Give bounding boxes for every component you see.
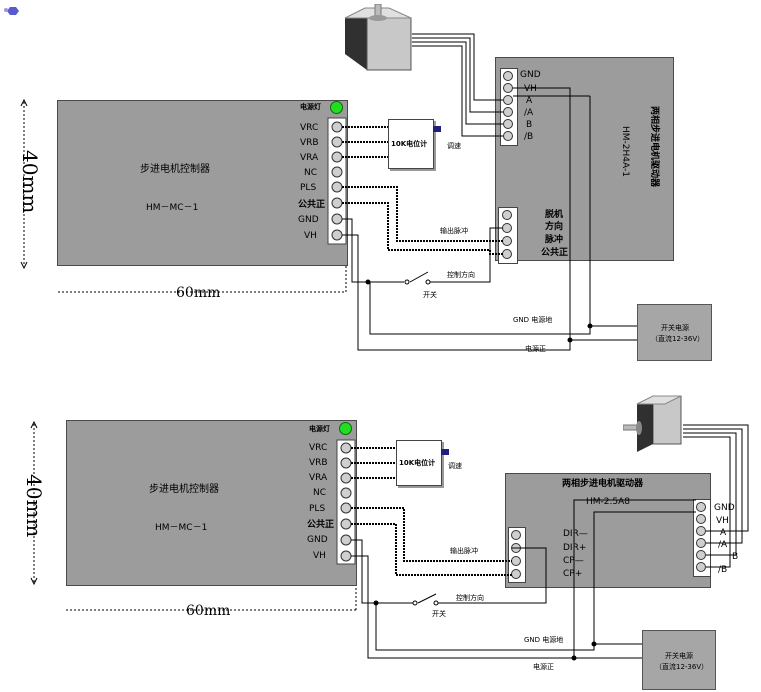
top-pin-vrc: VRC [300, 123, 319, 133]
top-pot-knob [433, 126, 441, 132]
top-power-led-label: 电源灯 [300, 103, 321, 111]
top-potentiometer: 10K电位计 [388, 119, 434, 169]
bottom-output-pulse-label: 输出脉冲 [450, 547, 478, 555]
top-ipin-2: 脉冲 [545, 235, 564, 245]
bottom-dim-width: 60mm [186, 603, 231, 619]
bottom-direction-label: 控制方向 [456, 594, 484, 602]
corner-logo-icon [2, 0, 26, 15]
bottom-driver-model: HM-2.5A8 [586, 497, 630, 507]
bottom-controller-box: 步进电机控制器 HM－MC－1 [66, 420, 357, 586]
bottom-mpin-a: A [720, 528, 727, 538]
bottom-ipin-0: DIR— [563, 529, 588, 539]
bottom-driver-box: 两相步进电机驱动器 HM-2.5A8 [505, 473, 711, 588]
top-pot-label: 10K电位计 [391, 140, 428, 148]
bottom-stepper-motor-icon [623, 395, 682, 452]
bottom-ipin-3: CP+ [563, 569, 583, 579]
top-pin-gnd: GND [298, 215, 319, 225]
top-mpin-b: B [526, 120, 533, 130]
top-pot-note: 调速 [447, 142, 461, 150]
bottom-power-pos-label: 电源正 [533, 663, 554, 671]
top-driver-box [495, 57, 674, 261]
bottom-mpin-vh: VH [716, 516, 729, 526]
bottom-pin-gnd: GND [307, 535, 328, 545]
top-gnd-label: GND 电源地 [513, 316, 553, 324]
bottom-pot-label: 10K电位计 [399, 459, 436, 467]
bottom-driver-title: 两相步进电机驱动器 [562, 479, 644, 489]
top-mpin-na: /A [524, 108, 534, 118]
bottom-mpin-b: B [732, 552, 739, 562]
top-driver-input-terminal [498, 207, 518, 264]
bottom-pin-vh: VH [313, 551, 326, 561]
bottom-controller-title: 步进电机控制器 [149, 484, 219, 495]
top-power-supply: 开关电源 （直流12-36V） [637, 304, 712, 361]
top-power-led [330, 101, 343, 114]
top-pin-vra: VRA [300, 153, 319, 163]
bottom-mpin-na: /A [718, 540, 728, 550]
bottom-ipin-1: DIR+ [563, 543, 587, 553]
bottom-pin-vra: VRA [309, 473, 328, 483]
bottom-mpin-gnd: GND [714, 503, 735, 513]
top-pin-vh: VH [304, 231, 317, 241]
top-mpin-vh: VH [524, 84, 537, 94]
top-ipin-1: 方向 [545, 222, 564, 232]
top-pin-pls: PLS [300, 183, 317, 193]
top-ipin-0: 脱机 [545, 210, 564, 220]
top-switch-label: 开关 [423, 291, 437, 299]
top-pin-nc: NC [304, 168, 318, 178]
top-controller-model: HM－MC－1 [146, 203, 199, 213]
bottom-pin-com: 公共正 [307, 520, 335, 530]
bottom-ipin-2: CP— [563, 556, 584, 566]
top-mpin-gnd: GND [520, 70, 541, 80]
bottom-power-supply: 开关电源 （直流12-36V） [642, 630, 716, 690]
bottom-driver-input-terminal [508, 527, 526, 583]
bottom-potentiometer: 10K电位计 [396, 440, 442, 486]
bottom-ps-line1: 开关电源 [665, 652, 693, 660]
top-pin-com: 公共正 [298, 200, 326, 210]
bottom-pin-vrb: VRB [309, 458, 328, 468]
bottom-mpin-nb: /B [718, 565, 728, 575]
bottom-pin-vrc: VRC [309, 443, 328, 453]
top-controller-box: 步进电机控制器 HM－MC－1 [57, 100, 348, 266]
bottom-switch-label: 开关 [432, 610, 446, 618]
top-direction-label: 控制方向 [447, 271, 475, 279]
bottom-controller-model: HM－MC－1 [155, 523, 208, 533]
top-ps-line1: 开关电源 [661, 324, 689, 332]
top-ipin-3: 公共正 [541, 248, 569, 258]
top-mpin-nb: /B [524, 132, 534, 142]
top-stepper-motor-icon [344, 4, 412, 71]
bottom-pin-nc: NC [313, 488, 327, 498]
top-controller-title: 步进电机控制器 [140, 164, 210, 175]
bottom-pin-pls: PLS [309, 504, 326, 514]
top-dim-width: 60mm [176, 285, 221, 301]
bottom-power-led-label: 电源灯 [309, 425, 330, 433]
top-output-pulse-label: 输出脉冲 [440, 227, 468, 235]
bottom-pot-note: 调速 [448, 462, 462, 470]
top-mpin-a: A [526, 96, 533, 106]
bottom-gnd-label: GND 电源地 [524, 636, 564, 644]
bottom-ps-line2: （直流12-36V） [655, 663, 709, 671]
bottom-pot-knob [441, 449, 449, 455]
top-power-pos-label: 电源正 [525, 345, 546, 353]
top-pin-vrb: VRB [300, 138, 319, 148]
bottom-power-led [339, 422, 352, 435]
top-ps-line2: （直流12-36V） [651, 335, 705, 343]
top-controller-terminals [331, 121, 343, 241]
